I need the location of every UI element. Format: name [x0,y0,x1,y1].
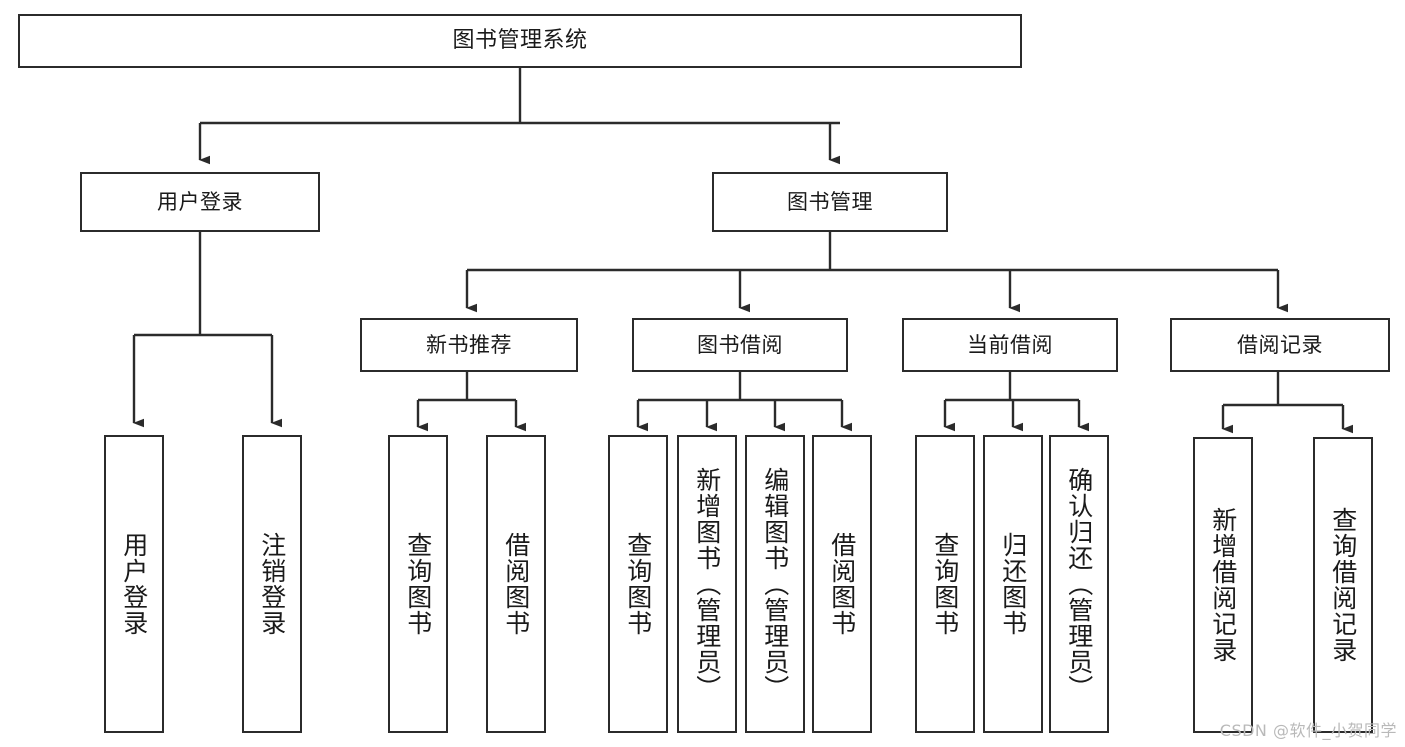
node-user-login[interactable]: 用户登录 [80,172,320,232]
node-book-borrow[interactable]: 图书借阅 [632,318,848,372]
leaf-edit-book-label: 编辑图书（管理员） [760,467,790,701]
csdn-watermark: CSDN @软件_小贺同学 [1219,721,1397,740]
node-book-borrow-label: 图书借阅 [697,332,783,357]
leaf-query-book-3-label: 查询图书 [930,532,960,636]
node-new-book-recommend-label: 新书推荐 [426,332,512,357]
node-current-borrow[interactable]: 当前借阅 [902,318,1118,372]
leaf-logout-login-label: 注销登录 [257,532,287,636]
leaf-user-login[interactable]: 用户登录 [104,435,164,733]
leaf-edit-book[interactable]: 编辑图书（管理员） [745,435,805,733]
node-book-management-label: 图书管理 [787,189,873,214]
leaf-query-borrow-record[interactable]: 查询借阅记录 [1313,437,1373,733]
leaf-query-borrow-record-label: 查询借阅记录 [1328,507,1358,663]
leaf-add-book[interactable]: 新增图书（管理员） [677,435,737,733]
node-root-book-management-system[interactable]: 图书管理系统 [18,14,1022,68]
leaf-return-book-label: 归还图书 [998,532,1028,636]
leaf-query-book-3[interactable]: 查询图书 [915,435,975,733]
leaf-add-borrow-record[interactable]: 新增借阅记录 [1193,437,1253,733]
node-user-login-label: 用户登录 [157,189,243,214]
leaf-confirm-return[interactable]: 确认归还（管理员） [1049,435,1109,733]
node-root-label: 图书管理系统 [452,28,588,54]
leaf-user-login-label: 用户登录 [119,532,149,636]
leaf-query-book-1[interactable]: 查询图书 [388,435,448,733]
leaf-borrow-book-2[interactable]: 借阅图书 [812,435,872,733]
leaf-logout-login[interactable]: 注销登录 [242,435,302,733]
node-current-borrow-label: 当前借阅 [967,332,1053,357]
leaf-query-book-2[interactable]: 查询图书 [608,435,668,733]
leaf-borrow-book-1-label: 借阅图书 [501,532,531,636]
node-new-book-recommend[interactable]: 新书推荐 [360,318,578,372]
leaf-add-borrow-record-label: 新增借阅记录 [1208,507,1238,663]
leaf-add-book-label: 新增图书（管理员） [692,467,722,701]
leaf-confirm-return-label: 确认归还（管理员） [1064,467,1094,701]
leaf-borrow-book-2-label: 借阅图书 [827,532,857,636]
node-borrow-record-label: 借阅记录 [1237,332,1323,357]
leaf-borrow-book-1[interactable]: 借阅图书 [486,435,546,733]
leaf-query-book-1-label: 查询图书 [403,532,433,636]
leaf-query-book-2-label: 查询图书 [623,532,653,636]
node-book-management[interactable]: 图书管理 [712,172,948,232]
leaf-return-book[interactable]: 归还图书 [983,435,1043,733]
node-borrow-record[interactable]: 借阅记录 [1170,318,1390,372]
